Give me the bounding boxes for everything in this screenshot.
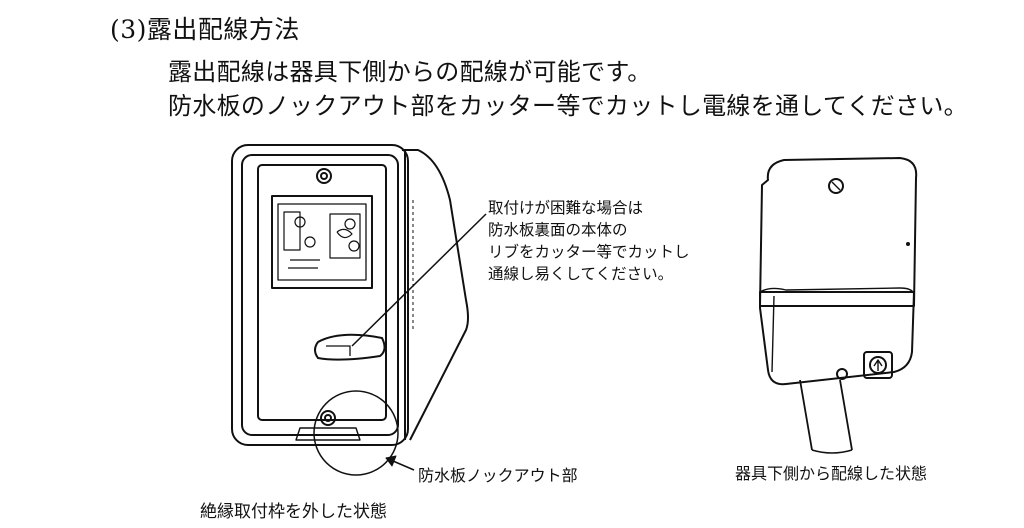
- section-heading: (3)露出配線方法: [110, 15, 300, 44]
- paragraph-line-2: 防水板のノックアウト部をカッター等でカットし電線を通してください。: [168, 92, 968, 120]
- caption-left: 絶縁取付枠を外した状態: [200, 502, 387, 522]
- note-line-3: リブをカッター等でカットし: [488, 243, 690, 261]
- callout-arrow: [385, 455, 415, 471]
- rib-cut-note: 取付けが困難な場合は 防水板裏面の本体の リブをカッター等でカットし 通線し易く…: [488, 197, 690, 285]
- note-line-4: 通線し易くしてください。: [488, 265, 674, 283]
- note-line-1: 取付けが困難な場合は: [488, 199, 644, 217]
- caption-right: 器具下側から配線した状態: [735, 464, 928, 483]
- note-line-2: 防水板裏面の本体の: [488, 221, 628, 239]
- knockout-callout-label: 防水板ノックアウト部: [418, 466, 578, 485]
- left-device-illustration: [231, 144, 487, 476]
- right-device-illustration: [759, 157, 918, 454]
- paragraph-line-1: 露出配線は器具下側からの配線が可能です。: [168, 58, 652, 86]
